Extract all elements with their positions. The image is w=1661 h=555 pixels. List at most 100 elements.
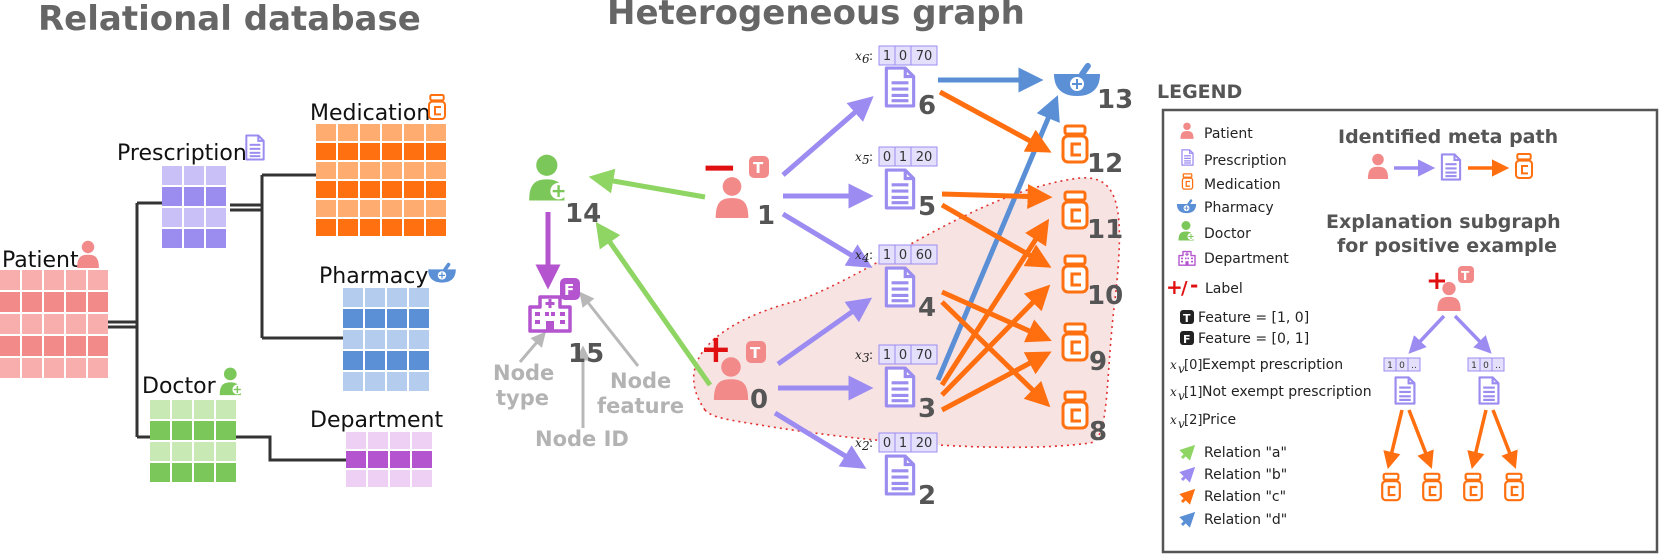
pharmacy-node-13-icon[interactable] [1054, 62, 1100, 96]
feature-value: 0 [883, 436, 891, 451]
doctor-node-14-icon[interactable] [529, 154, 567, 201]
legend-prescription: Prescription [1204, 153, 1287, 169]
table-cell [22, 292, 42, 312]
table-cell [338, 143, 358, 160]
table-cell [162, 187, 182, 206]
prescription-node-5-icon[interactable] [884, 168, 916, 210]
expl-medication-3-icon [1463, 472, 1483, 502]
prescription-node-3-icon[interactable] [884, 366, 916, 408]
table-cell [184, 187, 204, 206]
legend-box [1161, 108, 1659, 554]
xv-symbol: x [1170, 413, 1177, 427]
table-cell [150, 400, 170, 419]
legend-price: Price [1202, 412, 1236, 428]
legend-pharmacy: Pharmacy [1204, 200, 1274, 216]
table-cell [412, 451, 432, 468]
node-1-type-badge-text: T [753, 159, 764, 177]
medication-node-10-icon[interactable] [1061, 254, 1089, 294]
legend-t-badge [1180, 310, 1194, 324]
edge-6-12 [938, 89, 1052, 153]
edge-3-11 [939, 218, 1050, 387]
table-cell [184, 208, 204, 227]
feature-subscript: 2 [861, 439, 870, 453]
table-cell [0, 336, 20, 356]
table-cell [88, 358, 108, 378]
node-feature-annotation-2: feature [597, 394, 684, 418]
table-cell [206, 208, 226, 227]
mini-feature-value: .. [1495, 361, 1501, 371]
table-cell [404, 200, 424, 217]
table-cell [66, 336, 86, 356]
table-cell [346, 470, 366, 487]
doctor-table [150, 400, 236, 482]
table-cell [44, 270, 64, 290]
table-cell [338, 181, 358, 198]
department-node-15-icon[interactable] [528, 295, 572, 333]
legend-rel-c: Relation "c" [1204, 489, 1286, 505]
mini-feature-value: .. [1411, 361, 1417, 371]
medication-node-8-icon[interactable] [1061, 390, 1089, 430]
legend-rel-c-arrow [1179, 488, 1196, 505]
table-cell [387, 330, 407, 349]
node-id-8: 8 [1089, 417, 1107, 447]
legend-title: LEGEND [1157, 81, 1242, 103]
feature-value: 0 [899, 248, 907, 263]
prescription-table-label: Prescription [117, 141, 247, 166]
medication-node-12-icon[interactable] [1061, 124, 1089, 164]
table-cell [184, 166, 204, 185]
table-cell [387, 372, 407, 391]
table-cell [387, 288, 407, 307]
mini-feature-cell [1491, 357, 1505, 372]
feature-colon: : [869, 248, 873, 262]
table-cell [426, 219, 446, 236]
legend-feature-t: Feature = [1, 0] [1198, 310, 1309, 326]
node-feature-annotation-1: Node [610, 369, 671, 393]
edge-1-4 [781, 211, 873, 268]
table-cell [44, 292, 64, 312]
prescription-node-6-icon[interactable] [884, 66, 916, 108]
prescription-node-4-icon[interactable] [884, 266, 916, 308]
legend-xv-2: x v [2] Price [1170, 412, 1236, 431]
relational-database: Patient Prescription Medication Pharmacy… [0, 93, 456, 487]
node-id-4: 4 [918, 293, 936, 323]
edge-4-9 [940, 289, 1052, 343]
explanation-title-2: for positive example [1337, 235, 1557, 257]
feature-value: 60 [916, 248, 933, 263]
mini-feature-value: 0 [1483, 361, 1489, 371]
edge-0-4 [776, 297, 873, 367]
legend-patient: Patient [1204, 126, 1253, 142]
table-cell [360, 200, 380, 217]
edge-1-6 [781, 96, 874, 177]
feature-cell [910, 432, 938, 453]
table-cell [387, 351, 407, 370]
table-cell [346, 451, 366, 468]
table-cell [150, 442, 170, 461]
prescription-icon [245, 134, 265, 161]
node-id-5: 5 [918, 192, 936, 222]
medication-node-11-icon[interactable] [1061, 190, 1089, 230]
feature-value: 20 [916, 150, 933, 165]
feature-value: 1 [899, 436, 907, 451]
expl-t-badge [1458, 266, 1474, 283]
feature-x-symbol: x [855, 348, 862, 362]
prescription-node-2-icon[interactable] [884, 454, 916, 496]
table-cell [409, 330, 429, 349]
feature-cell [910, 344, 938, 365]
legend-rel-d-arrow [1179, 511, 1196, 528]
medication-node-9-icon[interactable] [1061, 322, 1089, 362]
table-cell [0, 358, 20, 378]
medication-table-label: Medication [310, 101, 430, 126]
table-cell [338, 219, 358, 236]
table-cell [404, 219, 424, 236]
heterogeneous-graph-title: Heterogeneous graph [607, 0, 1025, 33]
node-15-feature-badge-text: F [564, 281, 574, 299]
table-cell [88, 336, 108, 356]
node-type-annotation-1: Node [493, 361, 554, 385]
table-cell [194, 442, 214, 461]
legend-medication-icon [1181, 173, 1194, 190]
meta-path-prescription-icon [1440, 153, 1462, 181]
